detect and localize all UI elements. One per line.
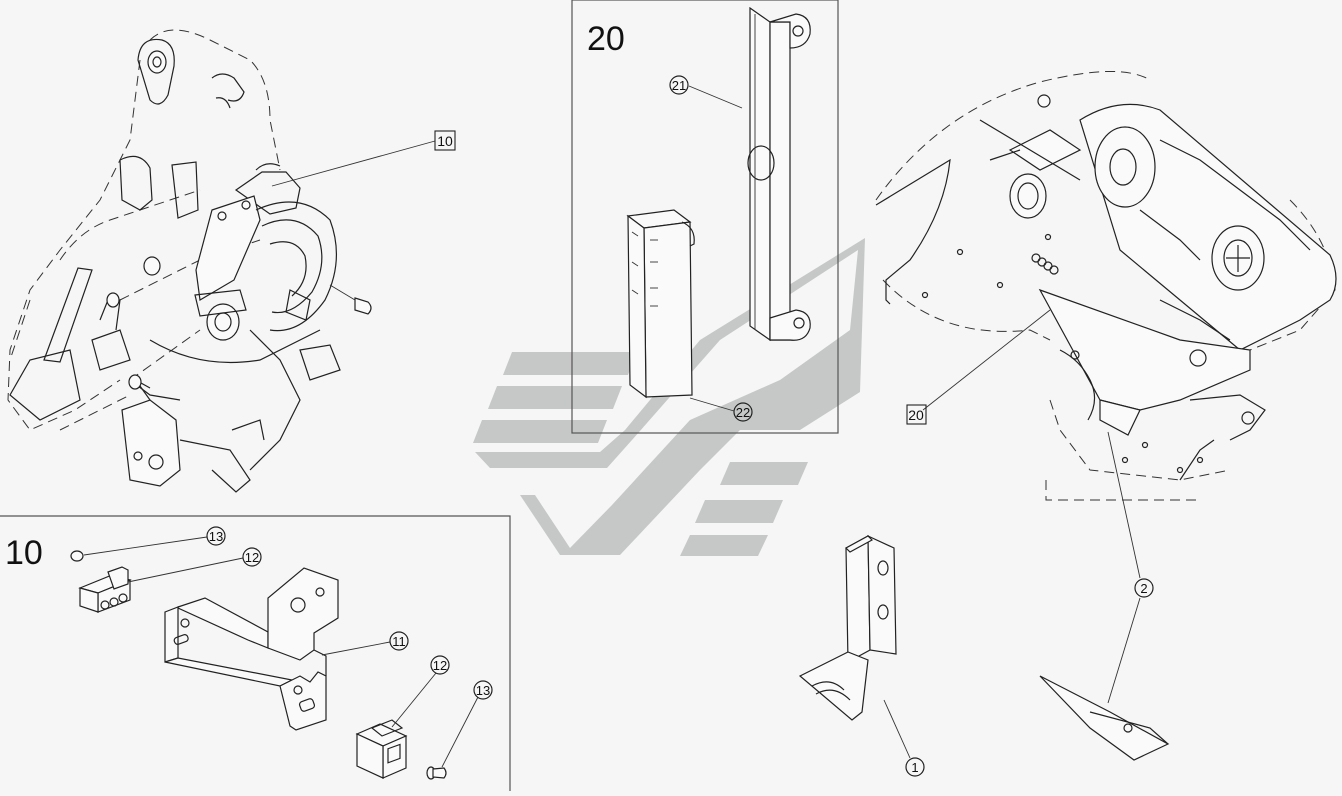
callout-13a: 13: [209, 529, 223, 544]
inset-10-box: 10 13 12: [0, 515, 511, 791]
callout-21: 21: [672, 78, 686, 93]
inset-20-label: 20: [587, 20, 625, 58]
callout-21-circle: [669, 75, 689, 95]
callout-10-box: [434, 130, 456, 151]
channel-22: [626, 209, 695, 399]
callout-13a-circle: [206, 526, 226, 546]
callout-2-circle: [1134, 578, 1154, 598]
bracket-21: [747, 6, 811, 342]
left-main-assembly: 10: [7, 29, 456, 493]
callout-13b-circle: [473, 680, 493, 700]
inset-10-label: 10: [5, 534, 43, 572]
callout-20-box: [906, 404, 927, 425]
callout-12b-circle: [430, 655, 450, 675]
blade-part-2: 2: [1039, 431, 1170, 761]
callout-12a-circle: [242, 547, 262, 567]
block-12-bottom: [355, 719, 408, 779]
right-main-assembly: 20: [875, 70, 1337, 501]
bracket-part-1: 1: [798, 534, 925, 777]
callout-12b: 12: [433, 658, 447, 673]
callout-1-circle: [905, 757, 925, 777]
callout-13b: 13: [476, 683, 490, 698]
inset-20-box: 20 21: [571, 0, 839, 434]
callout-22: 22: [736, 405, 750, 420]
callout-part-1: 1: [911, 760, 918, 775]
callout-12a: 12: [245, 550, 259, 565]
callout-11-circle: [389, 631, 409, 651]
callout-22-circle: [733, 402, 753, 422]
screw-13-top: [70, 550, 84, 562]
screw-13-bottom: [426, 766, 447, 780]
callout-part-2: 2: [1140, 581, 1147, 596]
callout-11: 11: [392, 634, 406, 649]
block-12-top: [78, 566, 132, 613]
spring-upper: [1031, 253, 1059, 275]
callout-main-20: 20: [908, 407, 924, 423]
bracket-11: [164, 567, 339, 731]
callout-main-10: 10: [437, 133, 453, 149]
